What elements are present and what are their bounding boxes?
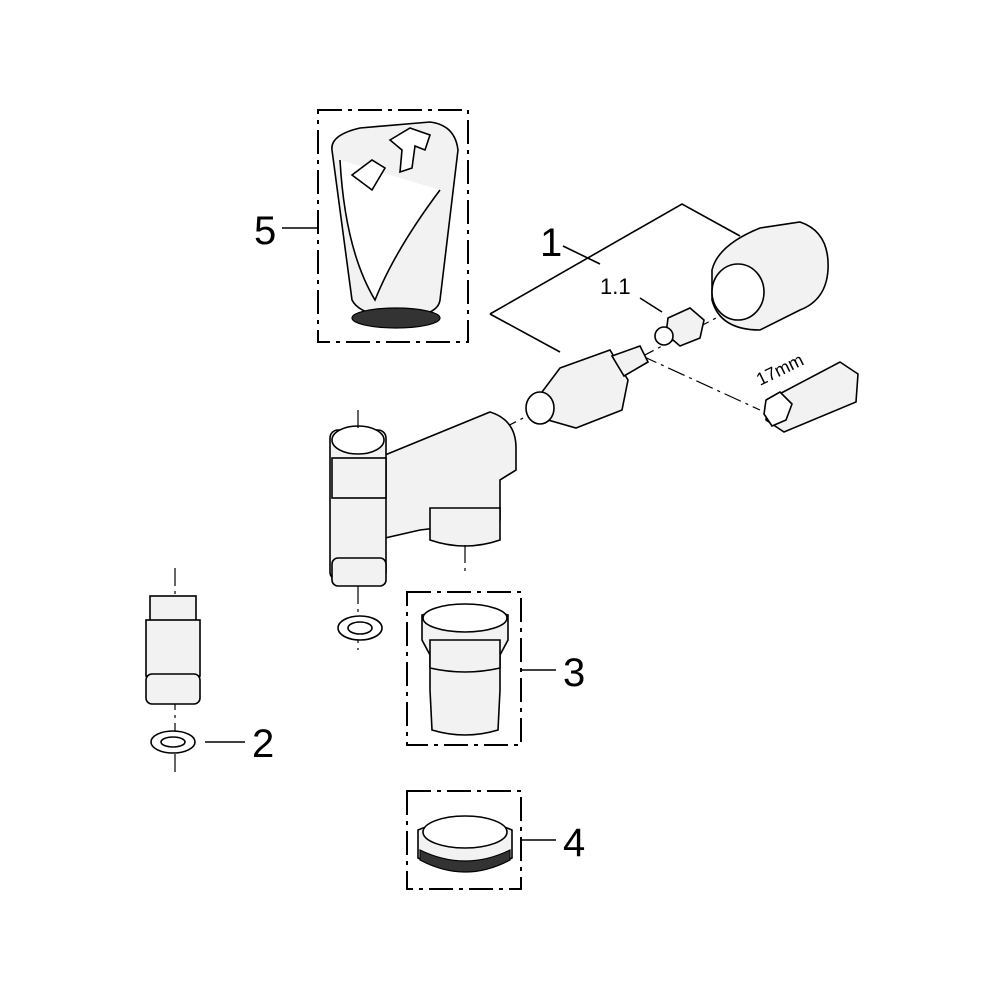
label-part-1-1: 1.1 (600, 274, 631, 299)
bracket-1-upper (489, 203, 741, 315)
label-part-3: 3 (563, 651, 585, 695)
ring-opening (422, 815, 508, 849)
nipple-hex (145, 673, 201, 705)
ring-knurl (419, 849, 511, 873)
valve-upper-nut (331, 457, 387, 499)
hex-tool-17mm: 17mm (753, 350, 859, 433)
adapter-hex (429, 639, 501, 673)
valve-outlet-thread (429, 507, 501, 547)
valve-body (329, 410, 517, 650)
part-5-box (317, 109, 469, 343)
sleeve-opening (711, 263, 765, 321)
tool-axis (639, 354, 761, 411)
nut-1-1-hole (654, 326, 674, 346)
label-part-1: 1 (540, 221, 562, 265)
hex-tool-end (763, 391, 793, 427)
handle-highlight (339, 159, 441, 302)
nipple-thread (149, 595, 197, 623)
handle-part-5: 5 (254, 109, 469, 343)
valve-top-opening (331, 425, 385, 455)
nipple-washer-hole (160, 736, 186, 748)
handle-key (388, 127, 432, 174)
ring-part-4: 4 (406, 790, 585, 890)
label-part-4: 4 (563, 821, 585, 865)
cartridge-spindle (610, 345, 650, 378)
cartridge-end (525, 391, 555, 425)
label-part-5: 5 (254, 209, 276, 253)
label-part-2: 2 (252, 722, 274, 766)
bracket-1-lower (489, 313, 561, 353)
nipple-body (145, 619, 201, 677)
leader-1-1 (639, 297, 663, 313)
adapter-part-3: 3 (406, 591, 585, 746)
adapter-top-opening (422, 603, 508, 633)
part-3-box (406, 591, 522, 746)
leader-1 (562, 245, 601, 265)
valve-washer-hole (347, 621, 373, 635)
nipple-part-2: 2 (145, 568, 274, 772)
hex-tool-body (765, 361, 859, 433)
handle-base-ring (351, 307, 441, 329)
valve-lower-nut (331, 557, 387, 587)
part-1-group: 1 1.1 (489, 203, 829, 431)
handle-lever (350, 159, 387, 192)
